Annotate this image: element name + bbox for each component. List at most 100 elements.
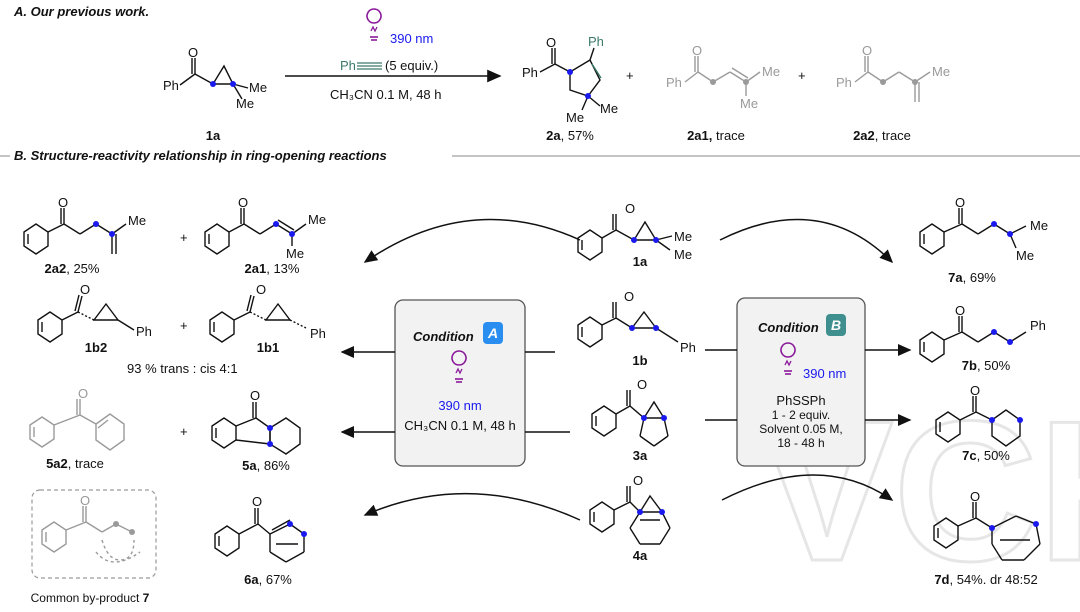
atom-o: O [188, 45, 198, 60]
molecule-2a [539, 47, 601, 111]
molecule-1b1 [209, 294, 307, 343]
atom-o: O [252, 494, 262, 509]
condition-b-badge-letter: B [831, 317, 841, 333]
atom-ph: Ph [680, 340, 696, 355]
condition-a-badge-letter: A [487, 325, 498, 341]
compound-label-1b: 1b [632, 353, 647, 368]
atom-o: O [625, 201, 635, 216]
compound-label-4a: 4a [633, 548, 648, 563]
condition-b-solvent: Solvent 0.05 M, [759, 422, 842, 436]
curved-arrow-left-bottom [363, 493, 581, 521]
compound-label-3a: 3a [633, 448, 648, 463]
atom-ph: Ph [588, 34, 604, 49]
condition-b-box [736, 297, 866, 467]
compound-label-2a: 2a, 57% [546, 128, 594, 143]
atom-me: Me [286, 246, 304, 261]
molecule-5a [211, 402, 301, 455]
atom-o: O [633, 473, 643, 488]
compound-label-2a1: 2a1, trace [687, 128, 745, 143]
section-a-title: A. Our previous work. [13, 4, 149, 19]
molecule-4a-center [589, 486, 671, 545]
compound-label-2a2: 2a2, 25% [45, 261, 100, 276]
condition-a-badge [483, 322, 503, 344]
atom-o: O [862, 43, 872, 58]
plus-sign: + [798, 68, 806, 83]
atom-ph: Ph [310, 326, 326, 341]
atom-o: O [955, 195, 965, 210]
condition-b-equiv: 1 - 2 equiv. [772, 408, 830, 422]
atom-ph: Ph [136, 324, 152, 339]
compound-label-1b1: 1b1 [257, 340, 279, 355]
compound-label-2a1: 2a1, 13% [245, 261, 300, 276]
compound-label-7c: 7c, 50% [962, 448, 1010, 463]
molecule-1b2 [37, 294, 135, 343]
compound-label-2a2: 2a2, trace [853, 128, 911, 143]
reaction-conditions: CH₃CN 0.1 M, 48 h [330, 87, 442, 102]
atom-o: O [238, 195, 248, 210]
plus-sign: + [180, 318, 188, 333]
atom-me: Me [236, 96, 254, 111]
compound-label-7d: 7d, 54%. dr 48:52 [934, 572, 1037, 587]
atom-o: O [80, 493, 90, 508]
atom-o: O [250, 388, 260, 403]
reagent-equiv: (5 equiv.) [385, 58, 438, 73]
curved-arrow-left-top [363, 218, 581, 263]
atom-me: Me [674, 247, 692, 262]
atom-me: Me [600, 101, 618, 116]
atom-o: O [955, 303, 965, 318]
atom-o: O [692, 43, 702, 58]
atom-o: O [80, 282, 90, 297]
atom-me: Me [932, 64, 950, 79]
condition-b-title: Condition [758, 320, 819, 335]
compound-label-5a2: 5a2, trace [46, 456, 104, 471]
ratio-note: 93 % trans : cis 4:1 [127, 361, 238, 376]
atom-o: O [58, 195, 68, 210]
molecule-7d [933, 502, 1041, 561]
atom-o: O [78, 386, 88, 401]
atom-ph: Ph [163, 78, 179, 93]
molecule-1a-center [577, 214, 673, 261]
alkene-bond [591, 63, 602, 79]
plus-sign: + [626, 68, 634, 83]
atom-ph: Ph [836, 75, 852, 90]
atom-ph: Ph [522, 65, 538, 80]
condition-b-time: 18 - 48 h [777, 436, 824, 450]
condition-b-badge [826, 314, 846, 336]
light-bulb-icon [366, 8, 382, 41]
curved-arrow-right-top [719, 218, 894, 264]
molecule-2a2-left [23, 208, 127, 255]
compound-label-1b2: 1b2 [85, 340, 107, 355]
curved-arrow-right-bottom [721, 474, 894, 501]
compound-label-1a: 1a [633, 254, 648, 269]
byproduct-box [31, 489, 157, 579]
plus-sign: + [180, 424, 188, 439]
atom-me: Me [128, 213, 146, 228]
molecule-1a-top [179, 58, 249, 100]
condition-a-conditions: CH₃CN 0.1 M, 48 h [404, 418, 516, 433]
atom-o: O [970, 489, 980, 504]
plus-sign: + [180, 230, 188, 245]
molecule-6a [214, 508, 305, 563]
atom-me: Me [762, 64, 780, 79]
atom-ph: Ph [666, 75, 682, 90]
alkyne-phenyl: Ph [340, 58, 356, 73]
atom-me: Me [740, 96, 758, 111]
compound-label-7a: 7a, 69% [948, 270, 996, 285]
section-b-title: B. Structure-reactivity relationship in … [14, 148, 387, 163]
compound-label-7b: 7b, 50% [962, 358, 1011, 373]
molecule-2a2 [854, 56, 931, 102]
atom-me: Me [1016, 248, 1034, 263]
condition-a-title: Condition [413, 329, 474, 344]
molecule-5a2 [29, 399, 125, 451]
molecule-7a [919, 208, 1027, 255]
condition-b-light: 390 nm [803, 366, 846, 381]
condition-b-reagent: PhSSPh [776, 393, 825, 408]
atom-me: Me [308, 212, 326, 227]
atom-me: Me [1030, 218, 1048, 233]
condition-a-box [394, 299, 526, 467]
molecule-2a1 [684, 56, 761, 96]
atom-o: O [970, 383, 980, 398]
compound-label-6a: 6a, 67% [244, 572, 292, 587]
molecule-1b-center [577, 302, 679, 348]
